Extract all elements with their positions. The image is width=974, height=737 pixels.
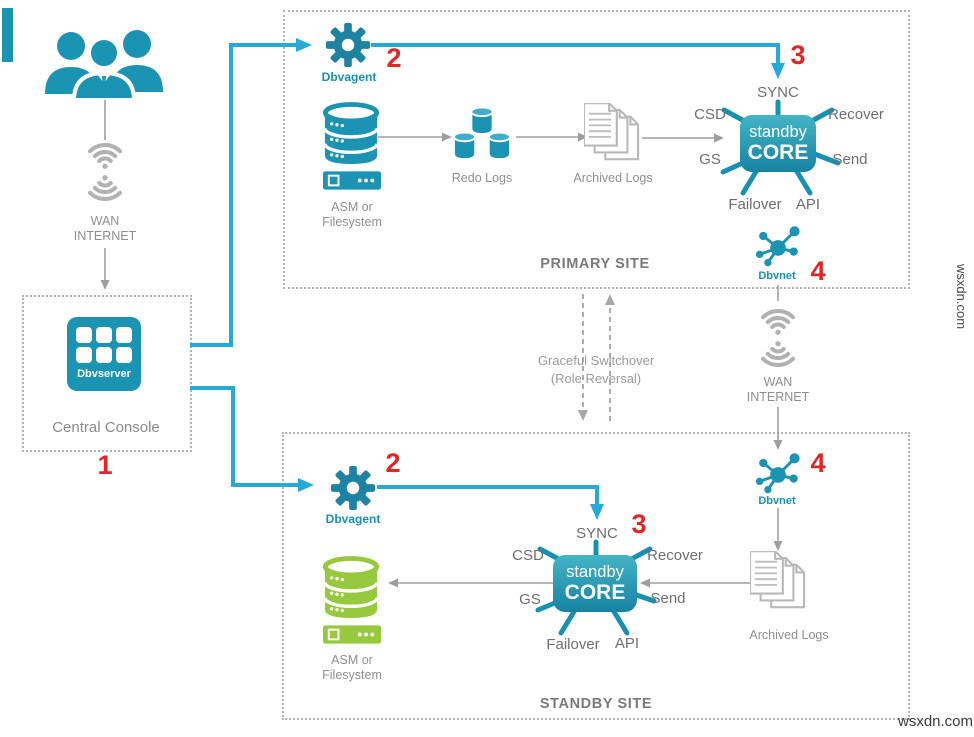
dbvagent-icon-standby xyxy=(330,465,376,511)
watermark-side: wsxdn.com xyxy=(954,264,969,330)
primary-site-box xyxy=(283,10,910,289)
standby-core-primary: standby CORE xyxy=(740,115,816,172)
dbvserver-grid-cell xyxy=(96,327,112,343)
core-port-recover-primary: Recover xyxy=(828,106,884,123)
core-port-gs-primary: GS xyxy=(699,151,721,168)
watermark-bottom: wsxdn.com xyxy=(898,713,974,730)
dbvserver-grid-cell xyxy=(116,327,132,343)
archived-logs-icon-primary xyxy=(584,103,640,167)
wifi-down-icon-mid xyxy=(755,302,801,336)
dbvnet-label-primary: Dbvnet xyxy=(758,270,796,282)
wan-internet-label-mid: WAN INTERNET xyxy=(746,375,810,404)
core-port-api-standby: API xyxy=(614,635,640,652)
dbvnet-label-standby: Dbvnet xyxy=(758,495,796,507)
core-line2: CORE xyxy=(564,581,626,604)
redo-logs-label: Redo Logs xyxy=(451,171,513,185)
dbvagent-icon-primary xyxy=(325,22,371,68)
core-port-send-standby: Send xyxy=(650,590,686,607)
core-port-send-primary: Send xyxy=(832,151,868,168)
asm-filesystem-label-standby: ASM or Filesystem xyxy=(322,653,382,682)
wan-internet-label-top: WAN INTERNET xyxy=(73,214,137,243)
archived-logs-label-primary: Archived Logs xyxy=(573,171,653,185)
server-bar-icon-standby xyxy=(323,625,381,644)
dbvserver-grid-cell xyxy=(116,347,132,363)
asm-filesystem-label-primary: ASM or Filesystem xyxy=(322,200,382,229)
users-group-icon xyxy=(38,16,170,100)
redo-logs-icon xyxy=(451,105,513,163)
standby-core-standby: standby CORE xyxy=(553,555,637,612)
step-3-badge-standby: 3 xyxy=(631,509,647,539)
step-3-badge-primary: 3 xyxy=(790,40,806,70)
archived-logs-label-standby: Archived Logs xyxy=(749,628,829,642)
core-port-sync-primary: SYNC xyxy=(757,84,799,101)
core-line2: CORE xyxy=(747,141,809,164)
dbvnet-icon-standby xyxy=(754,451,802,497)
graceful-switchover-label: Graceful Switchover (Role Reversal) xyxy=(537,353,655,386)
wifi-down-icon xyxy=(82,136,128,170)
core-port-api-primary: API xyxy=(795,196,821,213)
wifi-up-icon-mid xyxy=(755,340,801,374)
step-2-badge-primary: 2 xyxy=(386,43,402,73)
dbvserver-grid-cell xyxy=(76,347,92,363)
core-port-sync-standby: SYNC xyxy=(576,525,618,542)
dbvagent-label-primary: Dbvagent xyxy=(321,70,377,84)
dbvserver-grid xyxy=(76,327,132,363)
database-icon-standby xyxy=(322,556,380,620)
database-icon-primary xyxy=(322,102,380,166)
core-port-failover-standby: Failover xyxy=(546,636,600,653)
dbvserver-grid-cell xyxy=(76,327,92,343)
dbvserver-icon: Dbvserver xyxy=(67,317,141,391)
core-port-csd-primary: CSD xyxy=(694,106,726,123)
step-4-badge-standby: 4 xyxy=(810,448,826,478)
core-port-gs-standby: GS xyxy=(519,591,541,608)
core-port-csd-standby: CSD xyxy=(512,547,544,564)
standby-site-box xyxy=(282,432,910,720)
core-port-failover-primary: Failover xyxy=(728,196,782,213)
core-line1: standby xyxy=(749,123,807,141)
step-1-badge: 1 xyxy=(97,450,113,480)
step-4-badge-primary: 4 xyxy=(810,256,826,286)
standby-site-title: STANDBY SITE xyxy=(539,696,653,712)
core-line1: standby xyxy=(566,563,624,581)
core-port-recover-standby: Recover xyxy=(647,547,703,564)
central-console-label: Central Console xyxy=(52,419,160,436)
dbvnet-icon-primary xyxy=(754,224,802,270)
dbvserver-grid-cell xyxy=(96,347,112,363)
archived-logs-icon-standby xyxy=(750,551,806,615)
server-bar-icon-primary xyxy=(323,171,381,190)
primary-site-title: PRIMARY SITE xyxy=(540,256,650,272)
dbvagent-label-standby: Dbvagent xyxy=(325,512,381,526)
wifi-up-icon xyxy=(82,174,128,208)
central-console-box xyxy=(22,295,192,452)
dbvserver-label: Dbvserver xyxy=(77,368,131,380)
step-2-badge-standby: 2 xyxy=(385,448,401,478)
corner-accent-bar xyxy=(2,8,13,62)
